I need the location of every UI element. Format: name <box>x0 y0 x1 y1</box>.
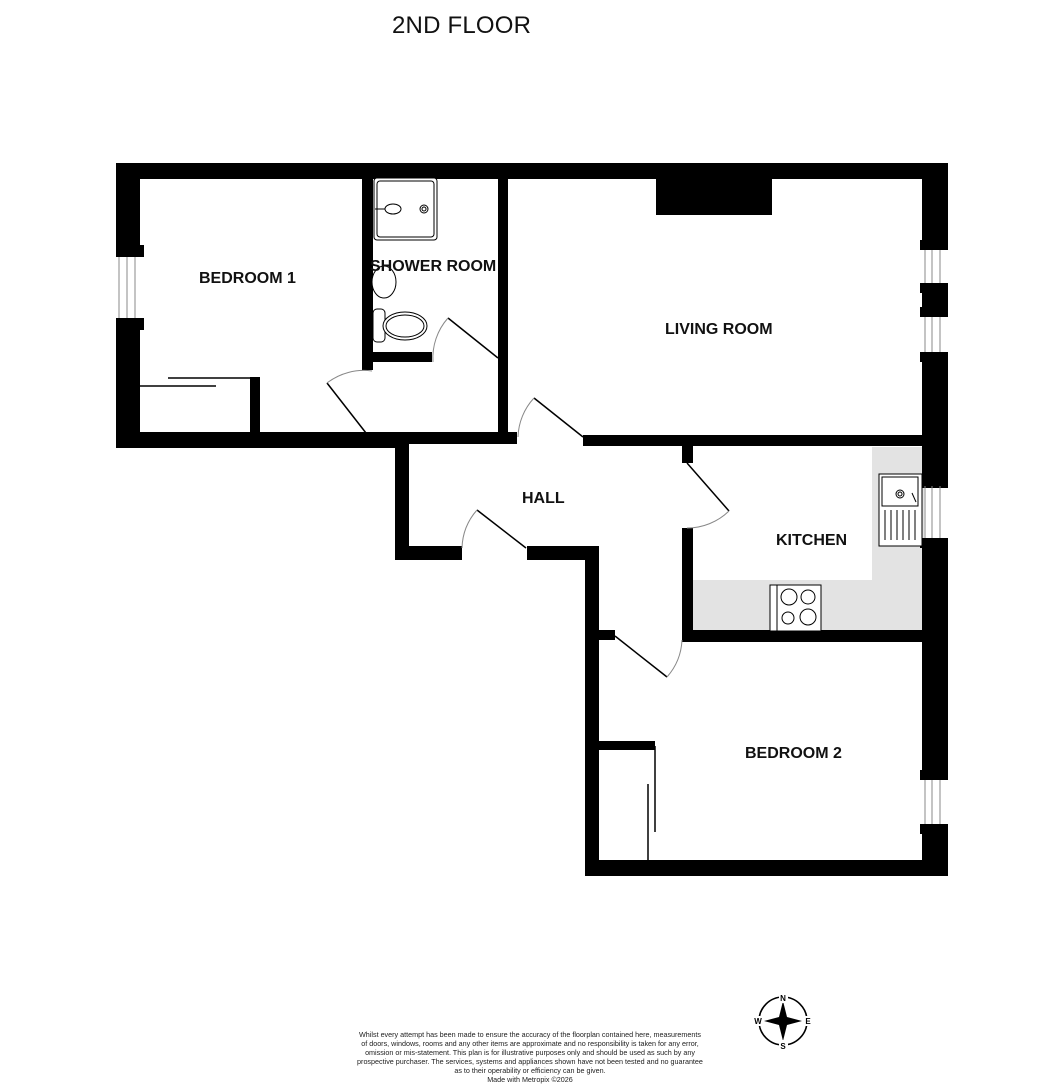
doors <box>326 317 730 678</box>
compass-icon: N E S W <box>753 993 812 1051</box>
toilet <box>372 308 428 343</box>
shower-tray <box>373 177 438 241</box>
entrance-door <box>461 509 527 549</box>
shower-door <box>432 317 499 363</box>
room-label-bedroom2: BEDROOM 2 <box>745 745 842 762</box>
room-label-hall: HALL <box>522 490 565 507</box>
disclaimer-line: as to their operability or efficiency ca… <box>454 1066 606 1075</box>
compass-south: S <box>780 1042 786 1051</box>
kitchen-window <box>920 476 948 548</box>
hob <box>769 584 822 632</box>
room-label-bedroom1: BEDROOM 1 <box>199 270 296 287</box>
room-label-living-room: LIVING ROOM <box>665 321 773 338</box>
disclaimer-line: omission or mis-statement. This plan is … <box>365 1048 695 1057</box>
disclaimer: Whilst every attempt has been made to en… <box>345 1030 715 1084</box>
basin <box>371 265 397 299</box>
kitchen-door <box>686 462 730 529</box>
room-label-shower-room: SHOWER ROOM <box>370 258 496 275</box>
disclaimer-line: of doors, windows, rooms and any other i… <box>361 1039 699 1048</box>
compass-west: W <box>754 1017 762 1026</box>
windows <box>116 240 948 834</box>
living-door <box>517 397 584 438</box>
walls <box>116 163 948 876</box>
disclaimer-line: prospective purchaser. The services, sys… <box>357 1057 703 1066</box>
disclaimer-line: Whilst every attempt has been made to en… <box>359 1030 701 1039</box>
floor-title: 2ND FLOOR <box>392 12 532 39</box>
wardrobe-doors <box>140 377 656 860</box>
compass-east: E <box>805 1017 811 1026</box>
compass-north: N <box>780 994 786 1003</box>
kitchen-sink <box>878 473 923 547</box>
room-label-kitchen: KITCHEN <box>776 532 847 549</box>
bedroom2-window <box>920 770 948 834</box>
bedroom1-door <box>326 369 373 434</box>
bedroom1-window <box>116 245 144 330</box>
bedroom2-door <box>614 635 683 678</box>
living-window <box>920 240 948 362</box>
